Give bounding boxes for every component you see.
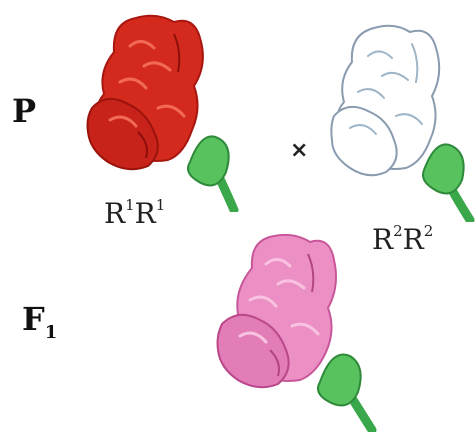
petal-fall bbox=[216, 313, 290, 389]
petal-fold bbox=[269, 253, 315, 377]
allele-superscript: 2 bbox=[423, 222, 434, 240]
white-genotype-label: R2R2 bbox=[372, 222, 433, 256]
f1-letter: F bbox=[22, 300, 45, 338]
leaf bbox=[187, 135, 230, 187]
allele-letter: R bbox=[402, 223, 424, 256]
f1-generation-label: F1 bbox=[22, 300, 57, 343]
petal-fold bbox=[108, 40, 186, 128]
petal-fold bbox=[349, 43, 423, 135]
leaf bbox=[317, 353, 362, 407]
white-iris-flower bbox=[330, 24, 475, 222]
parent-generation-label: P bbox=[12, 92, 37, 130]
allele-superscript: 1 bbox=[125, 196, 135, 214]
cross-symbol: × bbox=[290, 138, 309, 163]
red-iris-flower bbox=[86, 14, 239, 212]
petal-fold bbox=[137, 33, 181, 159]
petal-fall bbox=[330, 105, 398, 177]
petal-fall bbox=[86, 97, 159, 171]
f1-subscript: 1 bbox=[44, 322, 58, 343]
allele-superscript: 1 bbox=[155, 196, 166, 214]
red-genotype-label: R1R1 bbox=[104, 196, 165, 230]
pink-iris-flower bbox=[216, 233, 377, 432]
leaf bbox=[422, 143, 465, 195]
allele-letter: R bbox=[372, 223, 394, 256]
allele-letter: R bbox=[104, 197, 126, 230]
allele-superscript: 2 bbox=[393, 222, 403, 240]
petal-fold bbox=[238, 258, 320, 344]
allele-letter: R bbox=[134, 197, 156, 230]
